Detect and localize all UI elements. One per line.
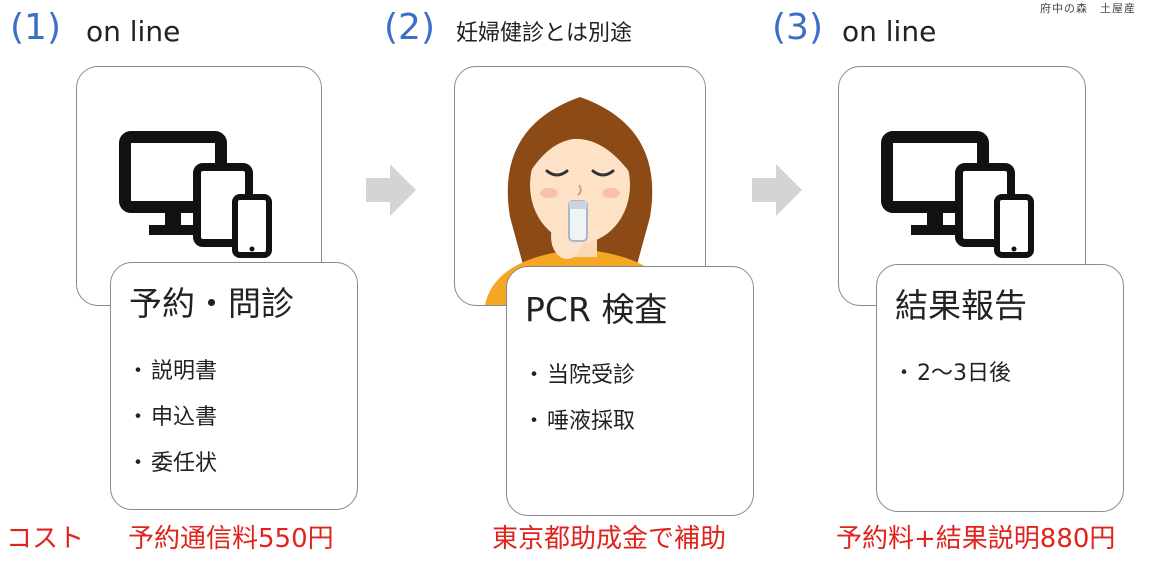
bullet-dot: ・ bbox=[127, 451, 150, 476]
cost-label: コスト bbox=[6, 524, 85, 554]
author-watermark: 府中の森 土屋産 bbox=[1040, 2, 1136, 15]
list-item: ・説明書 bbox=[127, 349, 217, 395]
bullet-text: 説明書 bbox=[151, 359, 218, 384]
list-item: ・当院受診 bbox=[523, 353, 635, 399]
step-2-info-card: PCR 検査 ・当院受診 ・唾液採取 bbox=[506, 266, 754, 516]
bullet-text: 2～3日後 bbox=[917, 361, 1011, 386]
step-3-info-card: 結果報告 ・2～3日後 bbox=[876, 264, 1124, 512]
step-1-bullet-list: ・説明書 ・申込書 ・委任状 bbox=[127, 349, 217, 487]
list-item: ・申込書 bbox=[127, 395, 217, 441]
list-item: ・委任状 bbox=[127, 441, 217, 487]
step-2-title: PCR 検査 bbox=[525, 290, 668, 329]
step-1-number: (1) bbox=[10, 7, 61, 48]
step-3-cost: 予約料+結果説明880円 bbox=[836, 524, 1116, 554]
step-2-caption: 妊婦健診とは別途 bbox=[456, 21, 633, 46]
step-3-caption: on line bbox=[842, 15, 937, 48]
step-1-caption: on line bbox=[86, 15, 181, 48]
bullet-dot: ・ bbox=[523, 363, 546, 388]
bullet-dot: ・ bbox=[523, 409, 546, 434]
list-item: ・2～3日後 bbox=[893, 351, 1011, 397]
step-2-number: (2) bbox=[384, 7, 435, 48]
bullet-dot: ・ bbox=[127, 359, 150, 384]
step-3-number: (3) bbox=[772, 7, 823, 48]
devices-icon bbox=[881, 131, 1034, 258]
bullet-dot: ・ bbox=[893, 361, 916, 386]
bullet-dot: ・ bbox=[127, 405, 150, 430]
step-2-cost: 東京都助成金で補助 bbox=[492, 524, 727, 554]
bullet-text: 当院受診 bbox=[547, 363, 636, 388]
bullet-text: 申込書 bbox=[151, 405, 218, 430]
step-1-info-card: 予約・問診 ・説明書 ・申込書 ・委任状 bbox=[110, 262, 358, 510]
right-arrow-icon bbox=[752, 164, 802, 216]
bullet-text: 唾液採取 bbox=[547, 409, 636, 434]
list-item: ・唾液採取 bbox=[523, 399, 635, 445]
bullet-text: 委任状 bbox=[151, 451, 218, 476]
step-2-bullet-list: ・当院受診 ・唾液採取 bbox=[523, 353, 635, 445]
right-arrow-icon bbox=[366, 164, 416, 216]
step-3-title: 結果報告 bbox=[895, 286, 1027, 325]
step-3-bullet-list: ・2～3日後 bbox=[893, 351, 1011, 397]
step-1-cost: 予約通信料550円 bbox=[128, 524, 334, 554]
step-1-title: 予約・問診 bbox=[129, 284, 294, 323]
devices-icon bbox=[119, 131, 272, 258]
